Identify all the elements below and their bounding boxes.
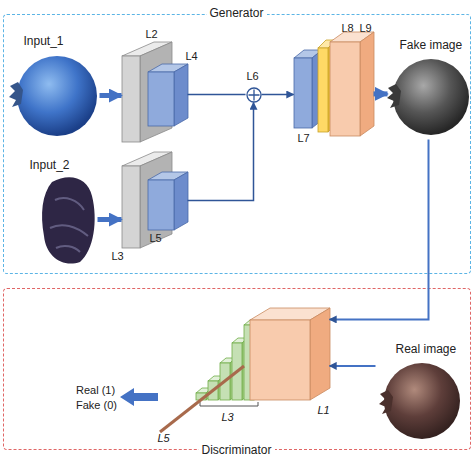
dense-line <box>160 366 244 432</box>
real-image: Real image <box>376 358 466 442</box>
layer-front-face <box>330 42 360 136</box>
conv-layer: L5 <box>148 172 188 230</box>
layer-label: Input_2 <box>30 158 70 172</box>
layer-label: L7 <box>298 132 310 145</box>
layer-label: Fake image <box>400 38 463 52</box>
connector-arrow <box>374 91 388 96</box>
concat-operator: L6 <box>246 87 262 103</box>
input-blueberry <box>9 56 97 136</box>
layer-label: L1 <box>318 404 330 417</box>
layer-front-face <box>148 180 174 230</box>
sum-circle <box>247 88 261 102</box>
layer-label: L5 <box>150 232 162 245</box>
connector-arrow <box>100 93 122 98</box>
layer-label: L6 <box>247 70 259 83</box>
output-label: Fake (0) <box>76 399 117 412</box>
layer-label: L9 <box>360 22 372 35</box>
layer-side-face <box>310 308 330 400</box>
layer-top-face <box>244 320 260 325</box>
input-raisin <box>42 177 95 263</box>
input-image: Input_2 <box>40 174 98 266</box>
group-title: Generator <box>206 6 266 20</box>
input-image: Input_1 <box>8 50 100 142</box>
input-layer: L1 <box>250 308 330 400</box>
layer-front-face <box>244 325 254 400</box>
output-image: Fake image <box>388 52 470 140</box>
node-shape <box>246 87 262 103</box>
connector-arrow <box>98 217 122 222</box>
node-shape <box>160 366 244 432</box>
group-bracket <box>200 402 258 406</box>
discriminator-group: DiscriminatorReal imageL1L3L5 <box>3 288 471 450</box>
real-blueberry <box>379 363 460 439</box>
group-title: Discriminator <box>198 443 274 457</box>
layer-side-face <box>254 320 260 400</box>
connector-arrow <box>188 94 246 96</box>
generator-group: GeneratorInput_1Input_2L2L4L3L5L6L7L8L9F… <box>3 14 471 274</box>
layer-label: L5 <box>158 432 170 445</box>
node-shape <box>330 32 374 136</box>
layer-side-face <box>174 172 188 230</box>
connector-arrow <box>188 103 254 201</box>
layer-label: L4 <box>186 50 198 63</box>
layer-front-face <box>122 56 140 142</box>
fake-blueberry <box>387 59 469 135</box>
layer-front-face <box>318 48 328 132</box>
layer-label: L3 <box>222 411 234 424</box>
layer-front-face <box>250 320 310 400</box>
sum-plus <box>248 89 259 100</box>
layer-label: L2 <box>146 28 158 41</box>
dense-layer: L5 <box>160 366 244 432</box>
layer-side-face <box>174 64 188 126</box>
layer-front-face <box>148 72 174 126</box>
node-shape <box>148 172 188 230</box>
layer-label: L3 <box>112 250 124 263</box>
output-arrow <box>120 388 158 406</box>
connector-arrow <box>330 140 429 320</box>
connector-arrow <box>262 94 294 96</box>
connector-arrow <box>330 365 376 367</box>
layer-front-face <box>294 58 312 128</box>
layer-label: Real image <box>396 342 457 356</box>
output-label: Real (1) <box>76 384 115 397</box>
output-layer: L9 <box>330 32 374 136</box>
layer-side-face <box>360 32 374 136</box>
layer-front-face <box>122 166 140 248</box>
layer-label: Input_1 <box>24 34 64 48</box>
conv-layer: L4 <box>148 64 188 126</box>
node-shape <box>148 64 188 126</box>
node-shape <box>250 308 330 400</box>
